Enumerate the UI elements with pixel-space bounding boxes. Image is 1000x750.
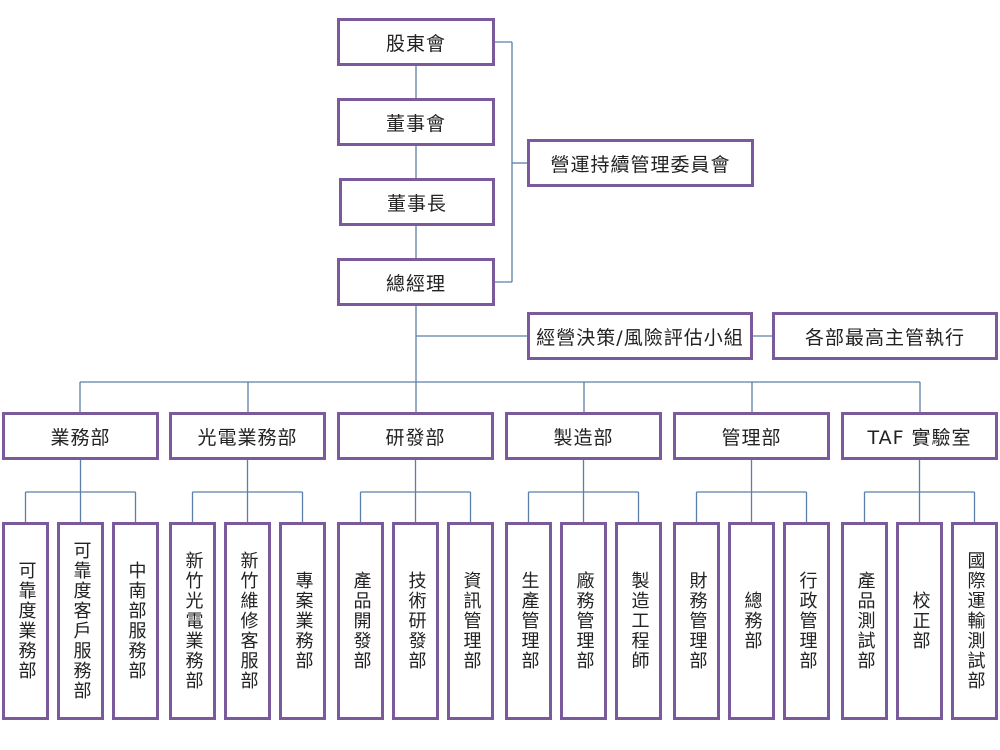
board-box: 董事會 <box>337 98 495 146</box>
general-manager-label: 總經理 <box>385 272 446 295</box>
unit-box: 中南部服務部 <box>112 522 159 720</box>
unit-label: 總務部 <box>741 591 763 651</box>
unit-label: 國際運輸測試部 <box>964 551 986 691</box>
unit-label: 產品測試部 <box>854 571 876 671</box>
unit-box: 技術研發部 <box>392 522 439 720</box>
shareholders-label: 股東會 <box>385 32 446 55</box>
unit-box: 產品開發部 <box>337 522 384 720</box>
unit-box: 校正部 <box>896 522 943 720</box>
unit-label: 新竹光電業務部 <box>182 551 204 691</box>
department-label: 製造部 <box>553 426 614 449</box>
unit-label: 新竹維修客服部 <box>237 551 259 691</box>
unit-box: 廠務管理部 <box>560 522 607 720</box>
unit-box: 生產管理部 <box>505 522 552 720</box>
department-box: 製造部 <box>505 412 662 460</box>
unit-label: 可靠度客戶服務部 <box>70 541 92 701</box>
executives-box: 各部最高主管執行 <box>772 312 998 360</box>
unit-label: 中南部服務部 <box>125 561 147 681</box>
unit-label: 行政管理部 <box>796 571 818 671</box>
unit-box: 產品測試部 <box>841 522 888 720</box>
department-box: 研發部 <box>337 412 494 460</box>
chairman-label: 董事長 <box>386 192 447 215</box>
unit-box: 總務部 <box>728 522 775 720</box>
unit-box: 專案業務部 <box>279 522 326 720</box>
unit-label: 產品開發部 <box>350 571 372 671</box>
department-label: 管理部 <box>721 426 782 449</box>
unit-box: 新竹光電業務部 <box>169 522 216 720</box>
unit-box: 資訊管理部 <box>447 522 494 720</box>
unit-label: 校正部 <box>909 591 931 651</box>
unit-box: 新竹維修客服部 <box>224 522 271 720</box>
risk-group-label: 經營決策/風險評估小組 <box>536 326 744 349</box>
unit-label: 生產管理部 <box>518 571 540 671</box>
committee-box: 營運持續管理委員會 <box>527 139 754 187</box>
department-label: TAF 實驗室 <box>867 426 972 449</box>
executives-label: 各部最高主管執行 <box>804 326 965 349</box>
chairman-box: 董事長 <box>339 178 495 226</box>
department-label: 光電業務部 <box>197 426 298 449</box>
unit-label: 資訊管理部 <box>460 571 482 671</box>
department-box: 光電業務部 <box>169 412 326 460</box>
unit-box: 可靠度客戶服務部 <box>57 522 104 720</box>
unit-label: 財務管理部 <box>686 571 708 671</box>
unit-box: 可靠度業務部 <box>2 522 49 720</box>
unit-box: 國際運輸測試部 <box>951 522 998 720</box>
unit-label: 技術研發部 <box>405 571 427 671</box>
general-manager-box: 總經理 <box>337 258 495 306</box>
unit-box: 行政管理部 <box>783 522 830 720</box>
department-box: 業務部 <box>2 412 159 460</box>
committee-label: 營運持續管理委員會 <box>550 153 731 176</box>
department-box: TAF 實驗室 <box>841 412 998 460</box>
unit-label: 可靠度業務部 <box>15 561 37 681</box>
unit-box: 財務管理部 <box>673 522 720 720</box>
unit-label: 專案業務部 <box>292 571 314 671</box>
board-label: 董事會 <box>385 112 446 135</box>
unit-label: 製造工程師 <box>628 571 650 671</box>
shareholders-box: 股東會 <box>337 18 495 66</box>
department-box: 管理部 <box>673 412 830 460</box>
department-label: 業務部 <box>50 426 111 449</box>
risk-group-box: 經營決策/風險評估小組 <box>527 312 753 360</box>
unit-label: 廠務管理部 <box>573 571 595 671</box>
department-label: 研發部 <box>385 426 446 449</box>
unit-box: 製造工程師 <box>615 522 662 720</box>
